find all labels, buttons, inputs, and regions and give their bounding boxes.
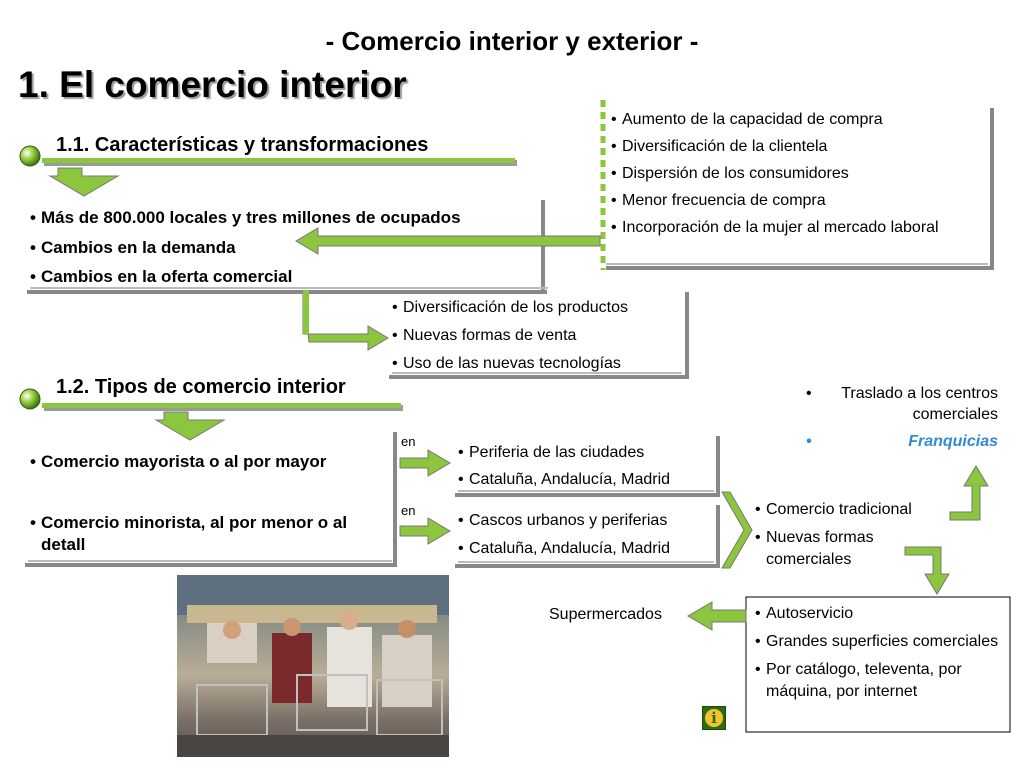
new-forms-list: Autoservicio Grandes superficies comerci… (755, 603, 1005, 703)
chevron-right-icon (721, 491, 753, 569)
list-item: Cambios en la demanda (30, 233, 540, 263)
supermarket-photo (177, 575, 449, 757)
subtitle: - Comercio interior y exterior - (325, 26, 699, 56)
section1-bullet-icon (19, 145, 41, 167)
list-item: Diversificación de la clientela (611, 136, 981, 158)
list-item: Dispersión de los consumidores (611, 163, 981, 185)
down-arrow-icon (154, 411, 226, 441)
list-item: Cataluña, Andalucía, Madrid (458, 535, 716, 563)
right-arrow-icon (399, 517, 451, 545)
list-item: Cambios en la oferta comercial (30, 262, 540, 292)
list-item: Comercio tradicional (755, 499, 950, 521)
wholesale-item: Comercio mayorista o al por mayor (30, 451, 390, 473)
traditional-trends-list: Traslado a los centros comerciales Franq… (806, 383, 998, 452)
section1-title: 1.1. Características y transformaciones (56, 134, 429, 156)
list-item: Nuevas formas de venta (392, 322, 684, 350)
list-item: Por catálogo, televenta, por máquina, po… (755, 659, 1005, 703)
section2-title: 1.2. Tipos de comercio interior (56, 376, 346, 398)
list-item: Diversificación de los productos (392, 294, 684, 322)
list-item: Comercio mayorista o al por mayor (30, 451, 390, 473)
photo-illustration (177, 575, 449, 757)
retail-forms-list: Comercio tradicional Nuevas formas comer… (755, 499, 950, 571)
list-item: Cataluña, Andalucía, Madrid (458, 466, 716, 493)
main-characteristics-list: Más de 800.000 locales y tres millones d… (30, 203, 540, 292)
list-item: Nuevas formas comerciales (755, 527, 950, 571)
list-item: Grandes superficies comerciales (755, 631, 1005, 653)
page-title: 1. El comercio interior (18, 64, 407, 105)
list-item: Cascos urbanos y periferias (458, 507, 716, 535)
list-item: Uso de las nuevas tecnologías (392, 350, 684, 378)
down-arrow-icon (48, 167, 120, 197)
list-item: Periferia de las ciudades (458, 439, 716, 466)
list-item: Aumento de la capacidad de compra (611, 109, 981, 131)
info-button[interactable]: i (702, 706, 726, 730)
right-arrow-icon (399, 449, 451, 477)
list-item: Autoservicio (755, 603, 1005, 625)
list-item: Traslado a los centros comerciales (806, 383, 998, 425)
retail-places-list: Cascos urbanos y periferias Cataluña, An… (458, 507, 716, 563)
demand-changes-list: Aumento de la capacidad de compra Divers… (611, 109, 981, 239)
list-item: Menor frecuencia de compra (611, 190, 981, 212)
left-arrow-icon (687, 601, 747, 631)
list-item: Más de 800.000 locales y tres millones d… (30, 203, 540, 233)
franchises-highlight: Franquicias (806, 431, 998, 452)
supply-changes-list: Diversificación de los productos Nuevas … (392, 294, 684, 378)
wholesale-places-list: Periferia de las ciudades Cataluña, Anda… (458, 439, 716, 493)
retail-item: Comercio minorista, al por menor o al de… (30, 512, 390, 556)
list-item: Incorporación de la mujer al mercado lab… (611, 217, 981, 239)
supermarkets-label: Supermercados (549, 606, 662, 623)
list-item: Comercio minorista, al por menor o al de… (30, 512, 390, 556)
section2-bullet-icon (19, 388, 41, 410)
info-icon: i (705, 709, 723, 727)
connector-label: en (401, 434, 416, 449)
connector-label: en (401, 503, 416, 518)
